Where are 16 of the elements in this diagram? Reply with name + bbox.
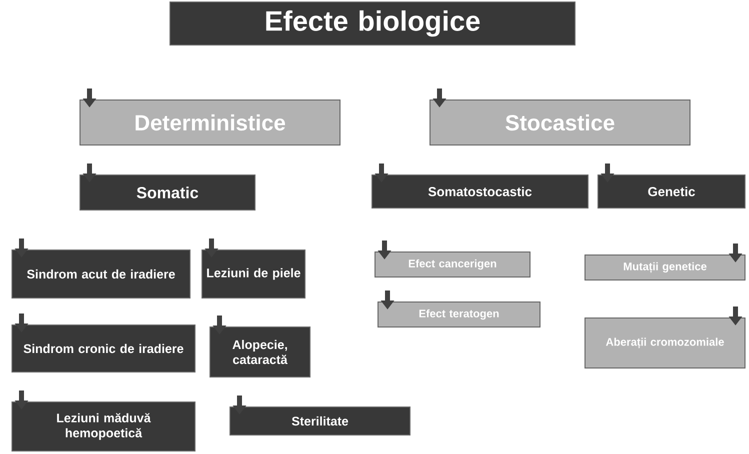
category-box: Efect teratogen [378, 302, 540, 328]
category-box: Leziuni de piele [202, 250, 306, 298]
category-box: Somatostocastic [372, 174, 588, 208]
category-box: Leziuni măduvă hemopoetică [12, 402, 196, 452]
category-box: Genetic [598, 174, 746, 208]
category-box: Sindrom acut de iradiere [12, 250, 190, 298]
category-box: Efecte biologice [170, 2, 576, 46]
category-box: Aberații cromozomiale [584, 318, 746, 368]
category-box: Sindrom cronic de iradiere [12, 324, 196, 372]
category-box: Alopecie, cataractă [210, 326, 310, 378]
category-box: Sterilitate [230, 406, 410, 436]
category-box: Efect cancerigen [374, 252, 530, 278]
category-box: Stocastice [430, 100, 690, 146]
category-box: Somatic [80, 174, 256, 210]
category-box: Mutații genetice [584, 254, 746, 280]
category-box: Deterministice [80, 100, 340, 146]
